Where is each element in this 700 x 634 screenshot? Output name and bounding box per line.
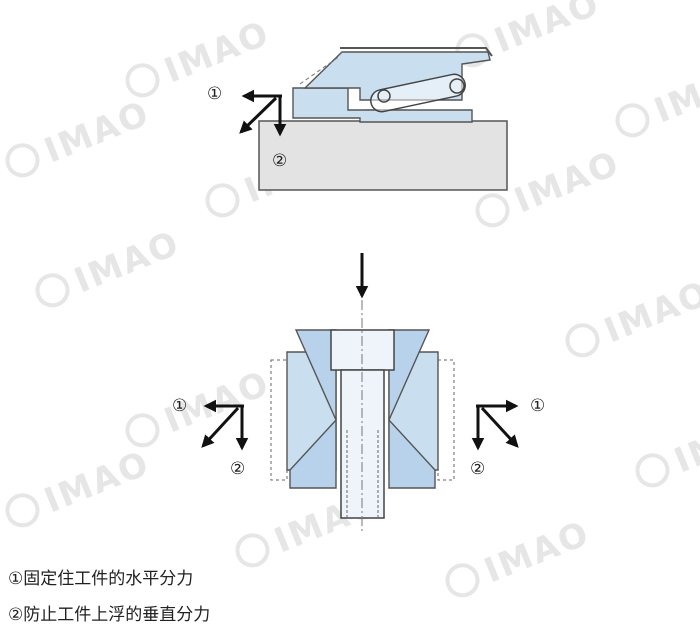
left-force-arrows — [201, 399, 249, 451]
marker-left-2: ② — [230, 459, 246, 479]
arrow-right-diagonal — [480, 406, 519, 448]
clamp-arm-dashed — [299, 55, 341, 85]
clamp-pivot-right — [449, 78, 465, 94]
marker-right-1: ① — [530, 396, 546, 416]
top-force-arrows — [239, 89, 287, 137]
top-cone-right — [388, 329, 431, 421]
marker-top-1: ① — [207, 84, 223, 104]
arrow-top-diagonal — [239, 96, 278, 134]
top-clamp-assembly — [258, 47, 508, 191]
arrow-left-diagonal — [201, 406, 240, 448]
marker-top-2: ② — [272, 151, 288, 171]
bottom-wedge-right — [388, 418, 436, 489]
top-cone-left — [294, 329, 337, 421]
dashed-outline-left — [270, 359, 288, 481]
dashed-outline-right — [437, 359, 455, 481]
legend-item-vertical-force: ②防止工件上浮的垂直分力 — [8, 605, 211, 625]
clamp-link — [370, 73, 466, 113]
clamp-pivot-left — [377, 89, 391, 103]
bottom-wedge-left — [289, 418, 337, 489]
clamp-body — [292, 87, 473, 123]
base-plate — [258, 120, 508, 191]
wedge-clamp-assembly — [270, 300, 455, 532]
marker-left-1: ① — [172, 396, 188, 416]
clamp-handle — [340, 47, 493, 57]
right-force-arrows — [471, 399, 519, 451]
legend-item-horizontal-force: ①固定住工件的水平分力 — [8, 569, 194, 589]
marker-right-2: ② — [470, 459, 486, 479]
